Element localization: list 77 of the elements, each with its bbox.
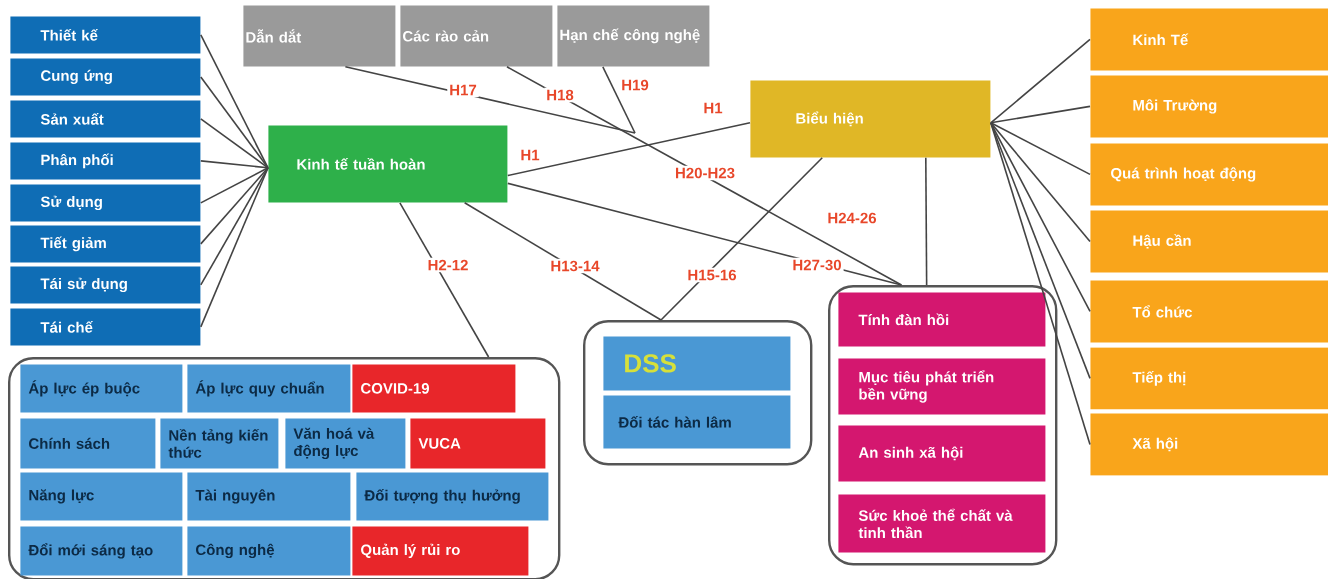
edge-label: H13-14 <box>548 258 602 274</box>
impact-box: Mục tiêu phát triển bền vững <box>838 358 1046 415</box>
factor-box: Văn hoá và động lực <box>285 418 406 469</box>
impact-box: An sinh xã hội <box>838 425 1046 482</box>
group-frame <box>828 285 1058 566</box>
connector-line <box>990 122 1091 313</box>
edge-label: H15-16 <box>685 267 739 283</box>
connector-line <box>507 122 751 177</box>
stage-box: Tiết giảm <box>10 225 201 263</box>
stage-box: Phân phối <box>10 142 201 180</box>
stage-box: Thiết kế <box>10 16 201 54</box>
stage-box: Tái chế <box>10 308 201 346</box>
factor-box: Tài nguyên <box>187 472 351 521</box>
connector-line <box>990 122 1091 243</box>
connector-line <box>200 167 269 245</box>
connector-line <box>990 122 1091 380</box>
connector-line <box>990 105 1091 124</box>
factor-box: Công nghệ <box>187 526 351 576</box>
connector-line <box>200 76 269 169</box>
stage-box: Cung ứng <box>10 58 201 96</box>
connector-line <box>200 167 269 328</box>
factor-box: VUCA <box>410 418 546 469</box>
connector-line <box>990 122 1091 446</box>
connector-line <box>602 66 636 134</box>
factor-box: Dẫn dắt <box>243 5 396 67</box>
partner-box: Đối tác hàn lâm <box>603 395 791 449</box>
connector-line <box>990 122 1091 176</box>
connector-line <box>463 202 662 321</box>
connector-line <box>925 157 928 286</box>
connector-line <box>200 167 269 286</box>
connector-line <box>990 38 1091 124</box>
concept-box: Biểu hiện <box>750 80 991 158</box>
connector-line <box>200 160 269 169</box>
concept-box: Kinh tế tuần hoàn <box>268 125 508 203</box>
dimension-box: Tiếp thị <box>1090 347 1328 410</box>
group-frame <box>583 320 813 466</box>
edge-label: H1 <box>701 100 725 116</box>
factor-box: Áp lực quy chuẩn <box>187 364 351 413</box>
factor-box: Đổi mới sáng tạo <box>20 526 183 576</box>
factor-box: Năng lực <box>20 472 183 521</box>
stage-box: Sử dụng <box>10 184 201 222</box>
edge-label: H19 <box>619 77 651 93</box>
factor-box: Chính sách <box>20 418 156 469</box>
edge-label: H24-26 <box>825 210 879 226</box>
factor-box: Áp lực ép buộc <box>20 364 183 413</box>
hypothesis-label: H1 <box>518 147 542 163</box>
impact-box: Tính đàn hồi <box>838 292 1046 347</box>
connector-line <box>344 66 636 134</box>
edge-label: H27-30 <box>790 257 844 273</box>
dss-box: DSS <box>603 336 791 391</box>
connector-line <box>507 182 903 286</box>
edge-label: H18 <box>544 87 576 103</box>
dimension-box: Quá trình hoạt động <box>1090 143 1328 206</box>
dimension-box: Kinh Tế <box>1090 8 1328 71</box>
factor-box: Quản lý rủi ro <box>352 526 529 576</box>
hypothesis-label: H20-H23 <box>673 165 738 181</box>
factor-box: COVID-19 <box>352 364 516 413</box>
connector-line <box>200 34 269 169</box>
factor-box: Hạn chế công nghệ <box>557 5 710 67</box>
dimension-box: Xã hội <box>1090 413 1328 476</box>
dimension-box: Hậu cần <box>1090 210 1328 273</box>
stage-box: Tái sử dụng <box>10 266 201 304</box>
connector-line <box>200 118 269 169</box>
edge-label: H2-12 <box>425 257 471 273</box>
connector-line <box>399 202 490 358</box>
dimension-box: Tổ chức <box>1090 280 1328 343</box>
edge-label: H17 <box>447 82 479 98</box>
factor-box: Các rào cản <box>400 5 553 67</box>
connector-line <box>506 66 903 286</box>
connector-line <box>660 157 824 321</box>
factor-box: Nền tảng kiến thức <box>160 418 279 469</box>
stage-box: Sản xuất <box>10 100 201 138</box>
impact-box: Sức khoẻ thể chất và tinh thần <box>838 494 1046 553</box>
dimension-box: Môi Trường <box>1090 75 1328 138</box>
group-frame <box>8 357 561 579</box>
factor-box: Đối tượng thụ hưởng <box>356 472 549 521</box>
connector-line <box>200 167 269 204</box>
